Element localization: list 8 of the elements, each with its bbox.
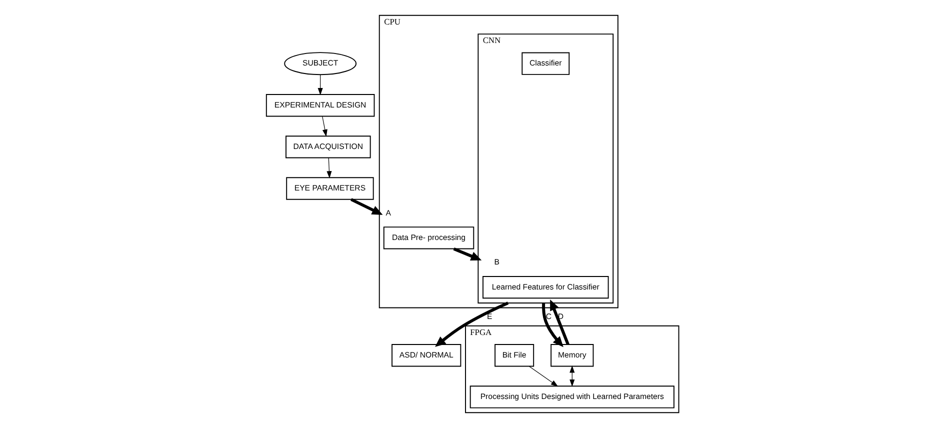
arrow (322, 116, 327, 137)
arrow (542, 302, 563, 348)
arrow (528, 366, 558, 387)
arrow (452, 247, 482, 261)
arrow (350, 198, 382, 215)
arrow (550, 300, 569, 345)
arrow (326, 158, 332, 178)
arrow (317, 74, 322, 96)
